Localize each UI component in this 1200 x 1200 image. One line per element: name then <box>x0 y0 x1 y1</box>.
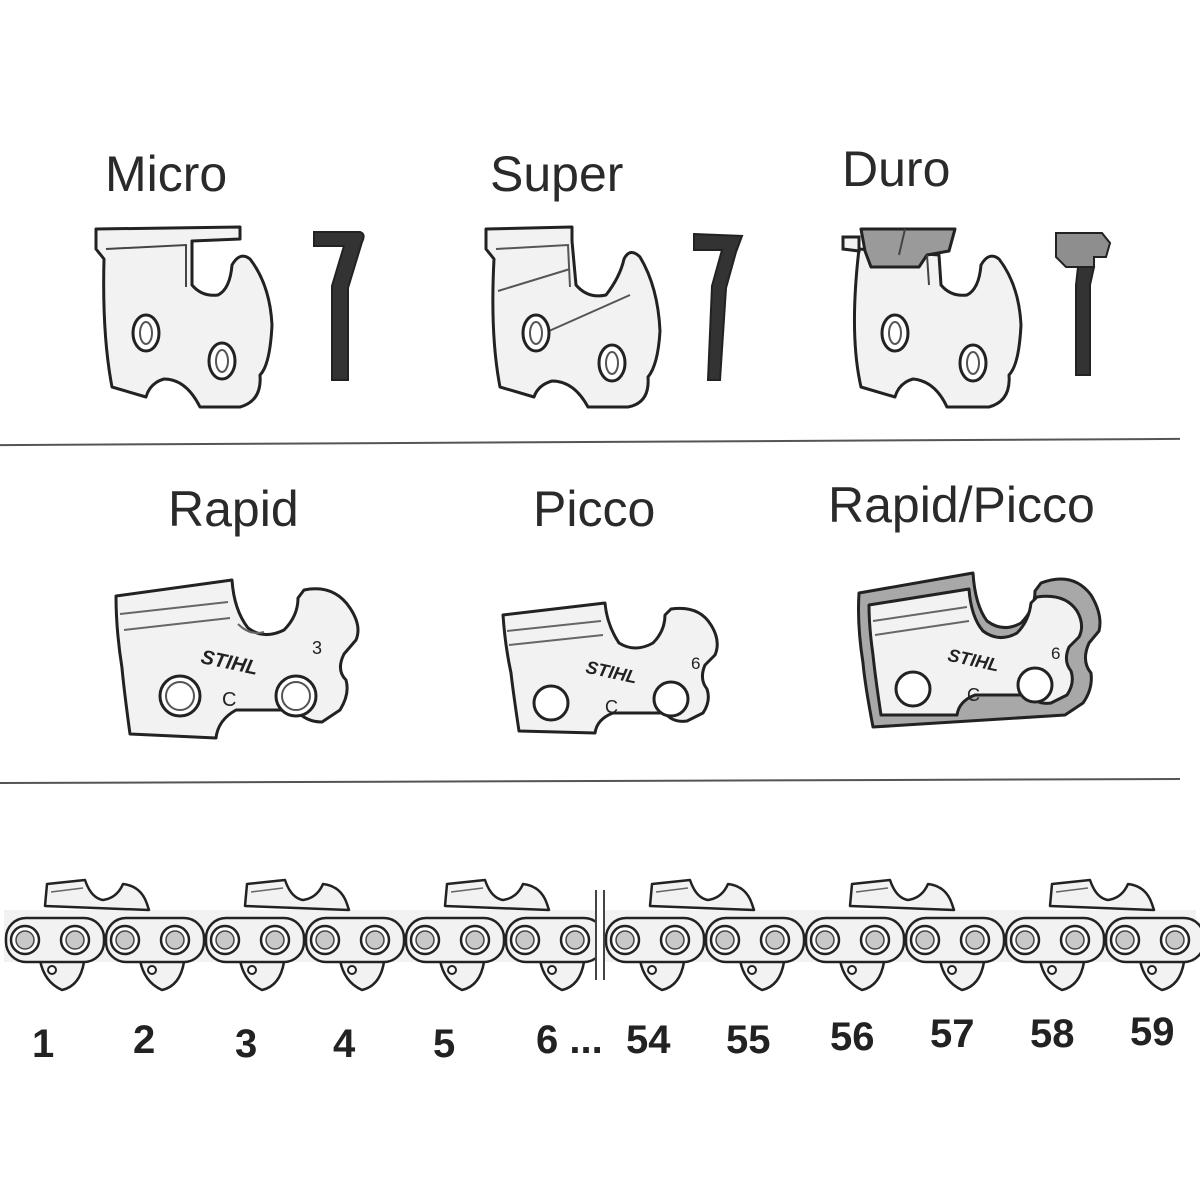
divider-bottom <box>0 777 1180 785</box>
drive-link <box>1138 959 1186 992</box>
drive-link-hole <box>47 965 57 975</box>
chain-link-number: 1 <box>32 1022 55 1066</box>
chain-link-number: 2 <box>133 1018 156 1062</box>
picco-code-stamp: C <box>605 697 618 717</box>
cutter-label-rapid: Rapid <box>168 481 299 537</box>
drive-link-hole <box>147 965 157 975</box>
rapid-cutter-illustration: STIHL C 3 <box>114 578 360 740</box>
chain-rivet <box>315 930 335 950</box>
micro-cutter-profile <box>313 231 365 381</box>
chain-rivet <box>1165 930 1185 950</box>
drive-link-hole <box>447 965 457 975</box>
chain-link-number: 58 <box>1030 1012 1075 1056</box>
chain-rivet <box>65 930 85 950</box>
drive-link <box>1038 959 1086 992</box>
cutter-ground-line <box>50 887 84 893</box>
chain-cutter <box>848 878 956 912</box>
drive-link-hole <box>647 965 657 975</box>
drive-link <box>738 959 786 992</box>
duro-cutter-illustration <box>841 227 1023 409</box>
cutter-label-picco: Picco <box>533 481 656 537</box>
chain-rivet <box>565 930 585 950</box>
drive-link <box>638 959 686 992</box>
chain-link-number: 6 ... <box>536 1018 603 1062</box>
chain-cutter <box>43 878 151 912</box>
drive-link-hole <box>547 965 557 975</box>
drive-link-hole <box>1147 965 1157 975</box>
chain-rivet <box>265 930 285 950</box>
chain-rivet <box>765 930 785 950</box>
chain-link-number: 59 <box>1130 1010 1175 1054</box>
chain-rivet <box>715 930 735 950</box>
chain-link-number: 55 <box>726 1018 771 1062</box>
chain-rivet <box>1065 930 1085 950</box>
chain-cutter <box>443 878 551 912</box>
drive-link <box>238 959 286 992</box>
drive-link <box>538 959 586 992</box>
cutter-label-super: Super <box>490 146 624 202</box>
picco-gauge-mark: 6 <box>691 654 700 673</box>
chain-cutter <box>648 878 756 912</box>
drive-link-hole <box>347 965 357 975</box>
chain-rivet <box>365 930 385 950</box>
chain-rivet <box>1115 930 1135 950</box>
drive-link-hole <box>947 965 957 975</box>
saw-chain-illustration <box>4 878 1200 992</box>
cutter-label-duro: Duro <box>842 141 951 197</box>
rapid-code-stamp: C <box>222 689 236 711</box>
chain-link-number: 5 <box>433 1022 456 1066</box>
cutter-ground-line <box>450 887 484 893</box>
chain-link-number: 3 <box>235 1022 258 1066</box>
drive-link <box>938 959 986 992</box>
chain-link-number: 54 <box>626 1018 671 1062</box>
chain-cutter <box>243 878 351 912</box>
cutter-label-micro: Micro <box>105 146 228 202</box>
chain-rivet <box>665 930 685 950</box>
drive-link-hole <box>747 965 757 975</box>
rapid-picco-cutter-illustration: STIHL C 6 <box>857 571 1102 729</box>
cutter-ground-line <box>250 887 284 893</box>
chain-break-gap <box>597 888 603 982</box>
chain-rivet <box>15 930 35 950</box>
drive-link <box>438 959 486 992</box>
chain-rivet <box>165 930 185 950</box>
drive-link-hole <box>847 965 857 975</box>
rapid-gauge-mark: 3 <box>312 638 322 658</box>
drive-link <box>138 959 186 992</box>
cutter-ground-line <box>1055 887 1089 893</box>
super-cutter-illustration <box>484 225 662 409</box>
chain-rivet <box>915 930 935 950</box>
super-cutter-profile <box>693 232 744 381</box>
chain-rivet <box>865 930 885 950</box>
chain-link-number: 4 <box>333 1022 356 1066</box>
chain-link-number: 57 <box>930 1012 975 1056</box>
chain-rivet <box>965 930 985 950</box>
chain-rivet <box>215 930 235 950</box>
micro-cutter-illustration <box>94 225 274 409</box>
drive-link <box>338 959 386 992</box>
chain-rivet <box>1015 930 1035 950</box>
chain-rivet <box>515 930 535 950</box>
chain-rivet <box>115 930 135 950</box>
chain-rivet <box>465 930 485 950</box>
duro-cutter-profile <box>1055 232 1112 376</box>
chain-rivet <box>815 930 835 950</box>
chain-rivet <box>415 930 435 950</box>
rapid-picco-gauge-mark: 6 <box>1051 644 1060 663</box>
cutter-ground-line <box>855 887 889 893</box>
picco-cutter-illustration: STIHL C 6 <box>501 601 719 735</box>
drive-link-hole <box>1047 965 1057 975</box>
drive-link-hole <box>247 965 257 975</box>
rapid-picco-code-stamp: C <box>967 685 980 705</box>
chain-cutter <box>1048 878 1156 912</box>
drive-link <box>838 959 886 992</box>
divider-top <box>0 437 1180 447</box>
drive-link <box>38 959 86 992</box>
chain-rivet <box>615 930 635 950</box>
chain-link-number: 56 <box>830 1015 875 1059</box>
cutter-label-rapid-picco: Rapid/Picco <box>828 477 1095 533</box>
cutter-ground-line <box>655 887 689 893</box>
